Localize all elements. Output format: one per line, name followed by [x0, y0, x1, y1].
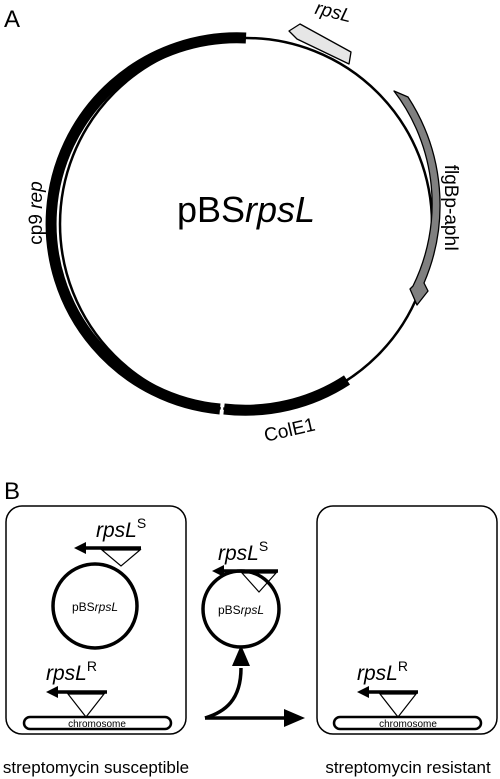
selection-arrowhead [284, 709, 305, 727]
right-chromosome-bar [332, 715, 483, 731]
right-chromosome-gene-arrowhead [357, 686, 369, 698]
panel-b-label: B [4, 478, 20, 505]
right-rpsl-r-label: rpsLR [357, 658, 408, 685]
left-chromosome-gene-arrowhead [46, 686, 58, 698]
caption-susceptible: streptomycin susceptible [3, 758, 189, 777]
cole1-label: ColE1 [262, 415, 317, 447]
resistant-cell-box [316, 505, 498, 735]
left-plasmid-circle [51, 562, 139, 650]
rpsL-arrow [288, 23, 352, 65]
loss-curved-arrowhead [232, 645, 250, 666]
rpsL-label: rpsL [313, 0, 354, 27]
susceptible-cell-box [5, 505, 187, 735]
left-rpsl-s-label: rpsLS [96, 515, 146, 542]
flgbp-aphi-label: flgBp-aphI [440, 165, 461, 252]
flgbp-aphi-arrow [393, 90, 441, 306]
left-plasmid-gene-arrowhead [74, 542, 86, 554]
middle-rpsl-s-label: rpsLS [218, 538, 268, 565]
cole1-segment [223, 375, 351, 416]
caption-resistant: streptomycin resistant [325, 758, 491, 777]
right-chromosome-insert-triangle [378, 693, 418, 718]
middle-plasmid-gene-arrowhead [212, 565, 224, 577]
left-plasmid-insert-triangle [100, 549, 142, 567]
middle-plasmid-label: pBSrpsL [218, 603, 264, 617]
left-chromosome-bar [22, 715, 173, 731]
left-chromosome-insert-triangle [66, 693, 106, 718]
cp9-rep-label: cp9 rep [26, 181, 47, 244]
loss-curved-arrow [204, 667, 243, 720]
panel-a-label: A [4, 6, 20, 33]
left-rpsl-r-label: rpsLR [46, 658, 97, 685]
cp9-rep-segment [45, 32, 247, 415]
left-chromosome-label: chromosome [68, 719, 126, 730]
left-plasmid-label: pBSrpsL [72, 600, 118, 614]
right-chromosome-label: chromosome [379, 719, 437, 730]
plasmid-name: pBSrpsL [177, 189, 315, 230]
